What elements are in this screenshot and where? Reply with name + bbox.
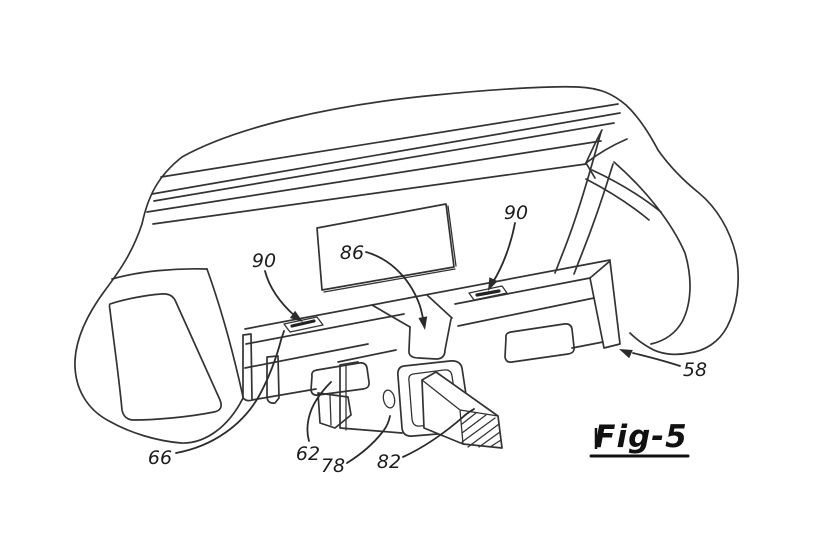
right-fascia-band-1 [591,169,662,213]
tailgate-shutline-2 [573,163,614,275]
bracket-left-tab-inner [329,395,332,426]
ref-86: 86 [340,242,364,264]
crossmember-face [339,361,403,434]
leader-58 [632,352,681,367]
mounting-bracket-left [310,362,370,429]
center-notch [371,294,453,360]
right-fascia-band-2 [585,178,650,221]
reference-numerals: 90 86 90 58 66 62 78 82 [148,202,707,477]
face-bottom-right [457,297,595,327]
left-fascia-silhouette [74,223,244,444]
right-fascia-outer [629,149,739,356]
arrowhead-58 [619,349,633,359]
tailgate-outer-contour [141,85,659,225]
figure-label: Fig-5 [594,419,687,455]
bumper-left-return-strip [266,355,280,404]
leader-78 [346,415,391,464]
bumper-step-pad [244,259,611,360]
left-fascia-right-crease [206,268,244,398]
bracket-left-panel [310,362,370,396]
ref-58: 58 [683,359,707,381]
arrowhead-90-right [488,277,498,291]
taillamp-notch-b [585,138,628,164]
tailgate-line-4 [146,140,602,213]
crossmember-top-edge [337,349,397,363]
ref-90-left: 90 [252,250,276,272]
notch-wall-right [426,294,453,319]
tailgate [141,85,659,225]
notch-wall-left [371,304,411,328]
license-plate-pocket [316,203,457,293]
lower-flange-left [251,388,317,401]
crossmember-hole [382,389,396,409]
leader-90-left [264,270,296,317]
leader-90-right [492,222,516,283]
leader-66 [175,330,285,454]
arrowhead-86 [418,316,428,330]
tailgate-shutline-1 [554,131,602,274]
pad-slot-left [283,316,324,333]
ref-78: 78 [321,455,345,477]
hitch-assembly [310,323,575,449]
right-fascia-inner-curve [613,161,691,345]
pocket-depth-edges [323,205,457,293]
left-fascia-panel [108,293,222,421]
tailgate-line-2 [151,112,621,195]
left-fascia-top-crease [111,267,208,280]
drawbar-end-hatching [461,412,502,448]
notch-u-recess [408,318,452,360]
mounting-bracket-right [504,323,575,363]
tailgate-line-1 [160,103,619,178]
leader-62 [306,381,332,442]
ref-62: 62 [296,443,320,465]
leader-86 [365,251,425,324]
ref-82: 82 [377,451,401,473]
pad-slot-right [468,285,508,301]
pad-front-lip-left [245,313,405,345]
tailgate-bottom-edge [152,163,587,225]
right-fascia-corner [554,129,739,356]
arrowhead-90-left [289,310,303,322]
bracket-left-tab [317,392,352,429]
ref-66: 66 [148,447,172,469]
figure-label-group: Fig-5 [589,419,690,458]
ref-90-right: 90 [504,202,528,224]
drawbar-edges [421,379,499,445]
leader-lines [175,222,681,464]
hitch-drawbar [421,371,503,449]
leader-82 [402,408,475,458]
bumper-right-end [589,260,621,349]
bumper-face [242,260,621,404]
pocket-outline [316,203,455,291]
left-fascia-corner [74,223,244,444]
bumper-left-end [242,333,253,402]
lower-flange-right [571,341,604,349]
face-bottom-left [244,343,369,369]
tailgate-line-3 [153,122,615,202]
